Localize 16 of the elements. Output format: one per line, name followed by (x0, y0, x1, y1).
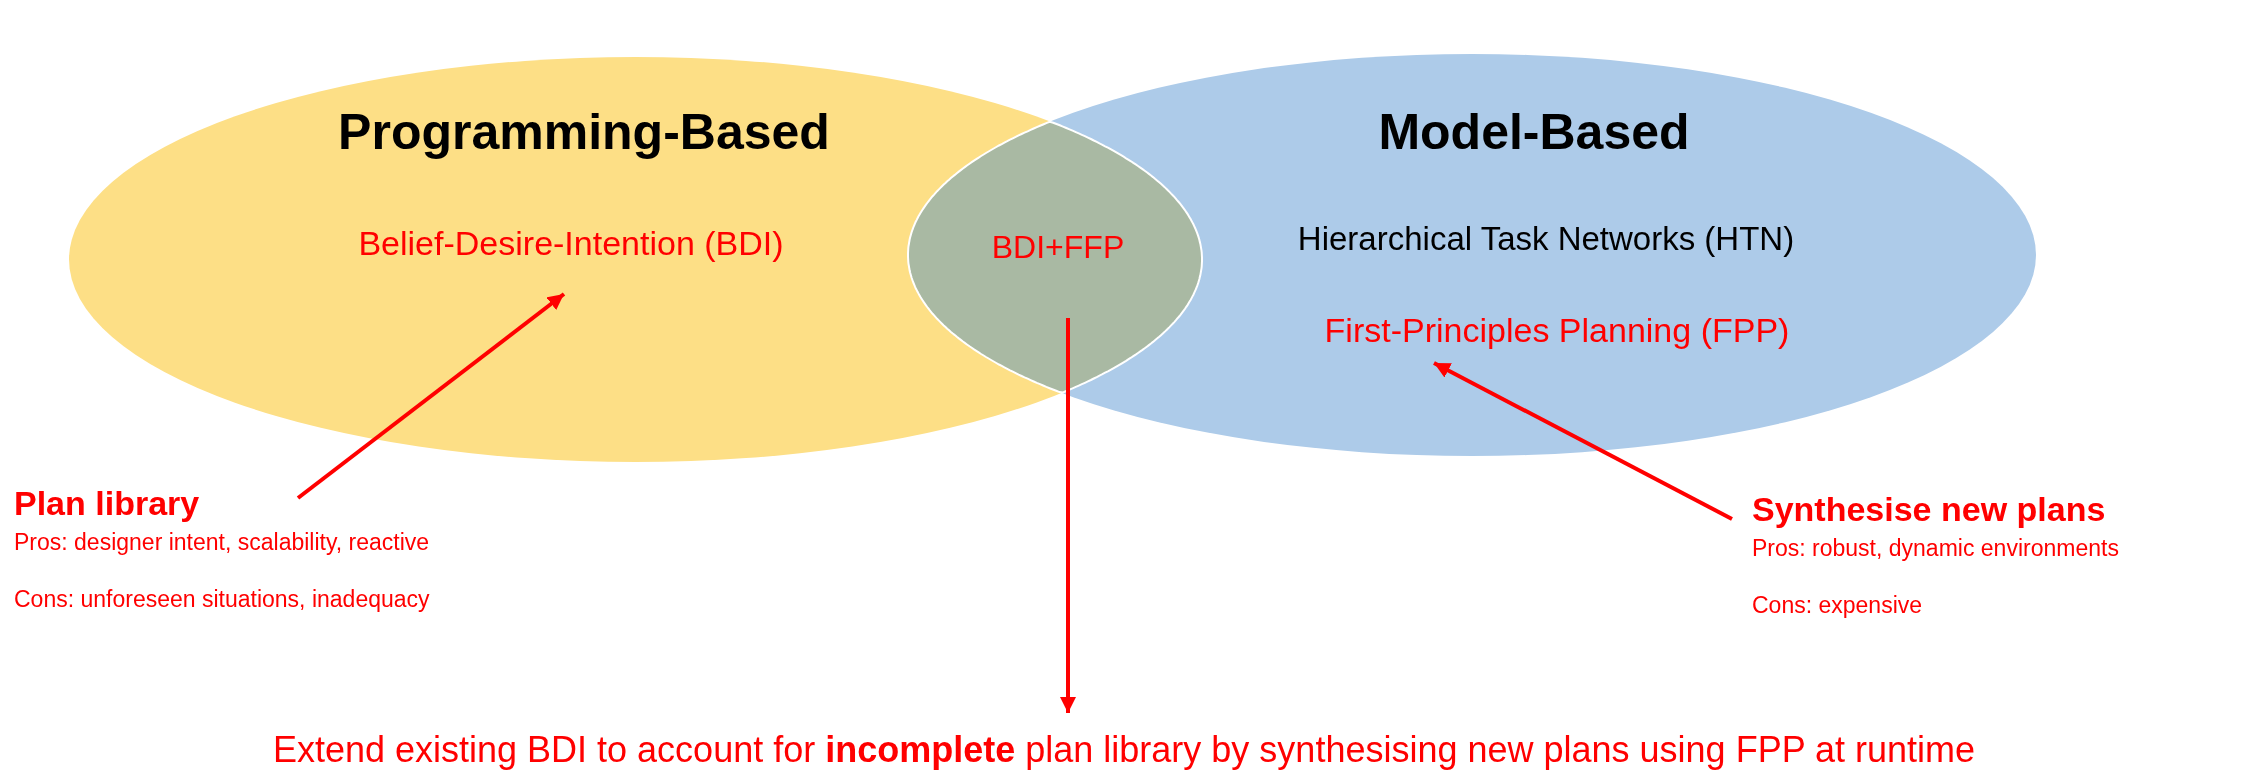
pros-text: Pros: designer intent, scalability, reactive (14, 529, 430, 556)
method-label: Belief-Desire-Intention (BDI) (358, 224, 784, 264)
arrow (1433, 361, 1733, 521)
cons-text: Cons: unforeseen situations, inadequacy (14, 585, 430, 612)
arrow (1060, 318, 1076, 713)
pros-text: Pros: robust, dynamic environments (1752, 535, 2119, 562)
method-label: Hierarchical Task Networks (HTN) (1297, 220, 1795, 258)
conclusion-text: Extend existing BDI to account for incomplete plan library by synthesising new plans using FPP at runtime (272, 729, 1976, 771)
note-heading: Synthesise new plans (1752, 490, 2106, 530)
arrow (296, 292, 566, 500)
note-heading: Plan library (14, 484, 200, 524)
group-heading: Model-Based (1378, 104, 1690, 162)
cons-text: Cons: expensive (1752, 591, 1923, 618)
group-heading: Programming-Based (338, 104, 830, 162)
overlap-label: BDI+FFP (991, 228, 1125, 266)
method-label: First-Principles Planning (FPP) (1324, 311, 1790, 351)
